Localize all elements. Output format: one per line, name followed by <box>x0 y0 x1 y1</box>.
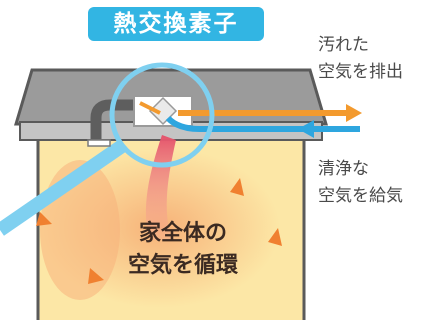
magnifier-handle <box>0 140 126 236</box>
exhaust-label-line1: 汚れた <box>318 35 369 55</box>
exhaust-label-line2: 空気を排出 <box>318 62 403 82</box>
vent-grille <box>87 139 111 147</box>
attic-duct <box>90 99 140 145</box>
supply-label-line1: 清浄な <box>318 159 369 179</box>
supply-label-line2: 空気を給気 <box>318 186 403 206</box>
circulation-arrow-4 <box>268 228 282 246</box>
circulation-label-line2: 空気を循環 <box>127 253 238 278</box>
heat-exchanger-label: 熱交換素子 <box>88 7 264 41</box>
supply-arrow <box>165 115 360 132</box>
circulation-label-line1: 家全体の <box>138 221 227 246</box>
exhaust-inner-arrow <box>139 101 161 115</box>
magnifier-lens <box>109 62 215 168</box>
supply-arrow-head <box>298 120 314 138</box>
circulation-label: 家全体の 空気を循環 <box>108 218 258 282</box>
circulation-arrow-3 <box>230 178 244 196</box>
circulation-arrow-2 <box>88 268 104 284</box>
rising-air-flow <box>145 135 176 240</box>
exhaust-label: 汚れた 空気を排出 <box>318 32 403 86</box>
exhaust-arrow-head <box>346 104 362 122</box>
supply-label: 清浄な 空気を給気 <box>318 156 403 210</box>
circulation-arrow-1 <box>36 212 52 226</box>
